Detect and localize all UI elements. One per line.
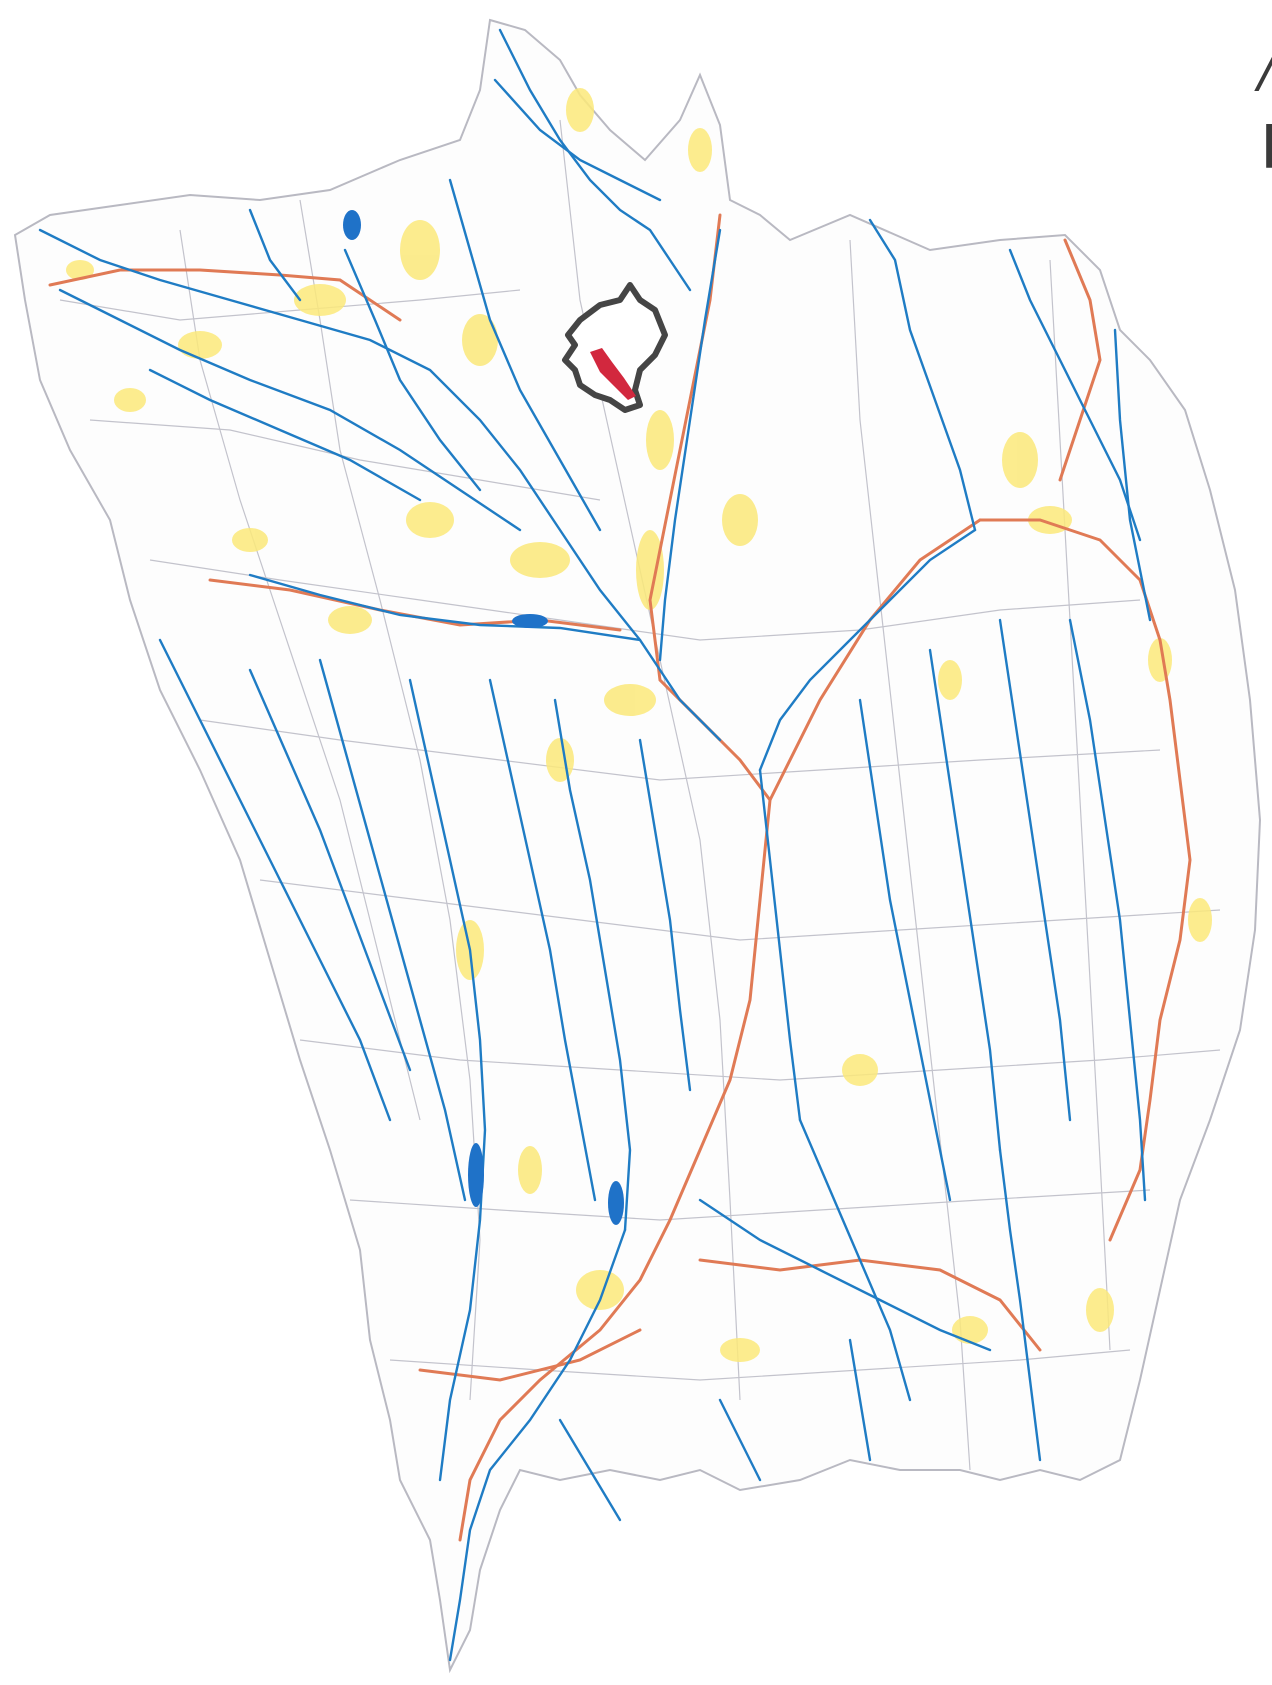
heading-fragment-top: / <box>1258 22 1272 104</box>
road-line <box>1058 238 1102 482</box>
region-outline <box>13 18 1262 1674</box>
river-line <box>718 1398 762 1482</box>
settlement-patch <box>178 331 222 359</box>
lake <box>468 1143 484 1207</box>
river-line <box>448 178 602 532</box>
settlement-patch <box>604 684 656 716</box>
settlement-patch <box>294 284 346 316</box>
settlement-patch <box>546 738 574 782</box>
river-line <box>658 228 722 662</box>
heading-fragment-bottom: l <box>1262 114 1272 181</box>
river-line <box>248 573 642 642</box>
settlement-patch <box>1188 898 1212 942</box>
settlement-patch <box>1086 1288 1114 1332</box>
boundary-line <box>389 1349 1131 1381</box>
river-line <box>1068 618 1147 1202</box>
river-line <box>868 218 977 532</box>
rivers <box>38 28 1152 1662</box>
river-line <box>1113 328 1152 622</box>
settlement-patch <box>328 606 372 634</box>
river-line <box>498 28 692 292</box>
river-line <box>698 1198 992 1352</box>
lake <box>608 1181 624 1225</box>
settlement-patch <box>688 128 712 172</box>
boundary-line <box>299 1039 1221 1081</box>
river-line <box>798 1118 912 1402</box>
boundary-line <box>349 1189 1151 1221</box>
settlement-patch <box>518 1146 542 1194</box>
highlighted-area-fill <box>590 348 636 400</box>
river-line <box>848 1338 872 1462</box>
river-line <box>553 698 632 1232</box>
river-line <box>343 248 482 492</box>
river-line <box>148 368 422 502</box>
admin-boundaries <box>59 119 1221 1471</box>
river-line <box>58 288 522 532</box>
road-line <box>978 518 1192 1242</box>
lakes <box>343 210 624 1225</box>
river-line <box>448 1228 627 1662</box>
roads <box>48 213 1192 1542</box>
settlement-patch <box>1002 432 1038 488</box>
road-line <box>698 1258 1042 1352</box>
river-line <box>998 1148 1042 1462</box>
settlement-patch <box>566 88 594 132</box>
settlement-patch <box>952 1316 988 1344</box>
river-line <box>998 618 1072 1122</box>
river-line <box>248 208 302 302</box>
region-outline-group <box>13 18 1262 1674</box>
settlement-patch <box>938 660 962 700</box>
boundary-line <box>259 879 1221 941</box>
road-line <box>48 268 402 322</box>
river-line <box>248 668 412 1072</box>
settlement-patch <box>636 530 664 610</box>
settlement-patch <box>576 1270 624 1310</box>
lake <box>512 614 548 628</box>
river-line <box>493 78 662 202</box>
settlement-patch <box>842 1054 878 1086</box>
boundary-line <box>849 239 971 1471</box>
settlement-patch <box>406 502 454 538</box>
highlighted-area <box>562 282 668 413</box>
river-line <box>408 678 487 1482</box>
settlement-patch <box>232 528 268 552</box>
river-line <box>318 658 467 1202</box>
boundary-line <box>1049 259 1111 1351</box>
settlement-patch <box>646 410 674 470</box>
boundary-line <box>149 559 1141 641</box>
river-line <box>928 648 1002 1152</box>
boundary-line <box>199 719 1161 781</box>
boundary-line <box>179 229 421 1121</box>
river-line <box>638 738 692 1092</box>
river-line <box>758 768 802 1122</box>
river-line <box>488 678 597 1202</box>
river-line <box>158 638 392 1122</box>
settlement-patch <box>462 314 498 366</box>
boundary-line <box>89 419 601 501</box>
settlement-patch <box>510 542 570 578</box>
settlement-patch <box>114 388 146 412</box>
settlement-patch <box>66 260 94 280</box>
settlement-patch <box>400 220 440 280</box>
river-line <box>1008 248 1142 542</box>
road-line <box>458 213 772 1542</box>
road-line <box>418 1328 642 1382</box>
river-line <box>558 1418 622 1522</box>
highlighted-area-outline <box>562 282 668 413</box>
river-line <box>38 228 722 742</box>
settlement-patch <box>720 1338 760 1362</box>
lake <box>343 210 361 240</box>
river-line <box>858 698 952 1202</box>
river-line <box>758 528 977 772</box>
settlement-patch <box>722 494 758 546</box>
